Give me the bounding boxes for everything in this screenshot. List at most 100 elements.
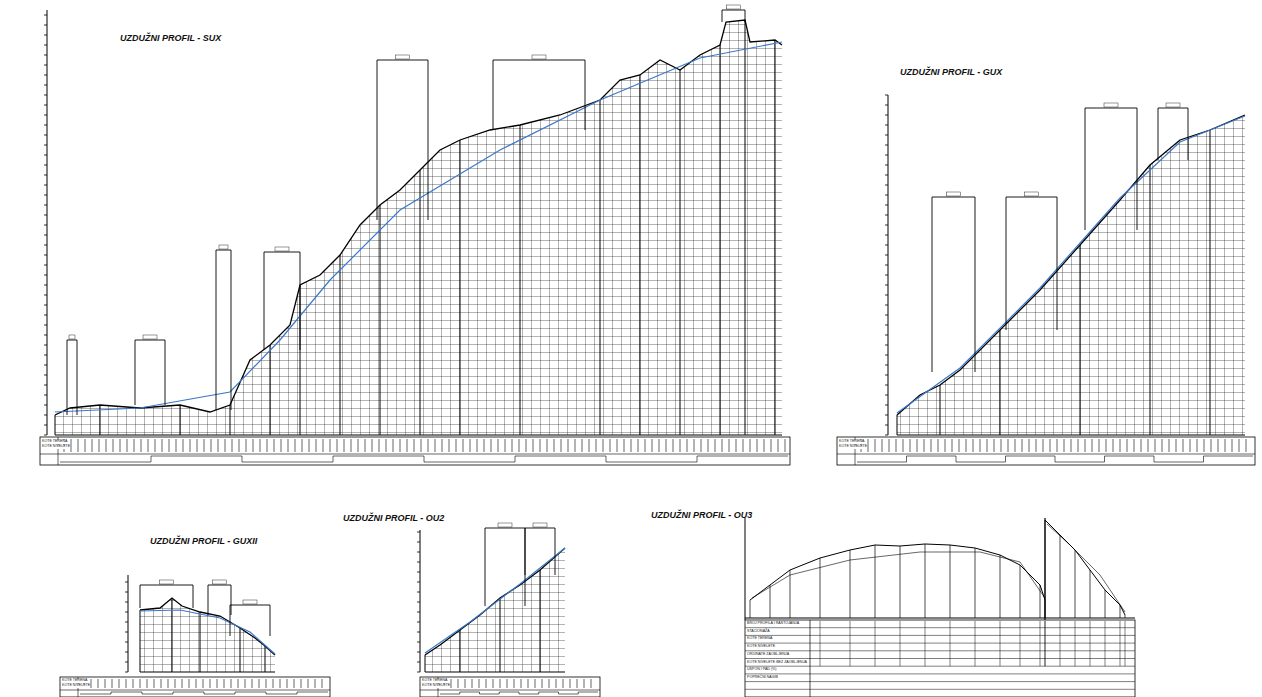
axis-tick xyxy=(885,305,888,306)
station-line xyxy=(425,655,426,672)
data-table xyxy=(745,620,1135,697)
axis-tick xyxy=(44,55,47,56)
table-tick xyxy=(743,439,744,452)
structure-tag xyxy=(532,55,546,59)
table-tick xyxy=(1106,439,1107,452)
table-tick xyxy=(1125,621,1126,666)
table-rule xyxy=(745,689,1135,690)
table-row-label: KOTE NIVELETE xyxy=(422,684,450,688)
station-line xyxy=(460,630,461,672)
axis-tick xyxy=(417,672,420,673)
axis-tick xyxy=(44,145,47,146)
table-tick xyxy=(973,439,974,452)
axis-tick xyxy=(417,602,420,603)
station-line xyxy=(820,558,821,618)
axis-tick xyxy=(885,175,888,176)
axis-tick xyxy=(885,105,888,106)
profile-title: UZDUŽNI PROFIL - GUXII xyxy=(150,537,257,547)
table-tick xyxy=(225,439,226,452)
table-tick xyxy=(1148,439,1149,452)
table-tick xyxy=(617,439,618,452)
station-line xyxy=(265,646,266,672)
station-line xyxy=(1040,585,1041,618)
table-tick xyxy=(540,439,541,452)
table-tick xyxy=(386,439,387,452)
axis-tick xyxy=(125,632,128,633)
table-tick xyxy=(140,679,141,688)
table-tick xyxy=(379,439,380,452)
table-tick xyxy=(204,439,205,452)
axis-tick xyxy=(44,165,47,166)
structure-tag xyxy=(69,335,75,339)
table-tick xyxy=(281,439,282,452)
table-tick xyxy=(1000,621,1001,666)
table-tick xyxy=(71,439,72,452)
axis-tick xyxy=(44,65,47,66)
structure-bracket xyxy=(264,252,300,350)
structure-tag xyxy=(727,5,741,9)
station-line xyxy=(875,545,876,618)
table-tick xyxy=(645,439,646,452)
structure-tag xyxy=(1025,192,1039,196)
station-line xyxy=(1044,518,1045,620)
table-tick xyxy=(308,679,309,688)
table-tick xyxy=(1092,439,1093,452)
table-tick xyxy=(1204,439,1205,452)
table-tick xyxy=(113,439,114,452)
table-tick xyxy=(253,439,254,452)
table-tick xyxy=(470,439,471,452)
axis-tick xyxy=(44,365,47,366)
table-tick xyxy=(183,439,184,452)
table-tick xyxy=(133,679,134,688)
height-axis xyxy=(128,575,129,672)
table-tick xyxy=(952,439,953,452)
axis-tick xyxy=(885,355,888,356)
table-tick xyxy=(1134,439,1135,452)
table-tick xyxy=(584,679,585,688)
table-tick xyxy=(659,439,660,452)
table-tick xyxy=(358,439,359,452)
structure-tag xyxy=(275,247,289,251)
grade-diagram xyxy=(440,692,598,694)
station-line xyxy=(1090,570,1091,618)
table-tick xyxy=(1225,439,1226,452)
axis-tick xyxy=(885,335,888,336)
table-row-label: STACIONAŽA xyxy=(747,630,770,634)
structure-bracket xyxy=(485,528,525,606)
table-tick xyxy=(189,679,190,688)
station-line xyxy=(850,550,851,618)
station-line xyxy=(1075,550,1076,618)
table-tick xyxy=(521,679,522,688)
table-tick xyxy=(351,439,352,452)
structure-tag xyxy=(396,55,410,59)
axis-tick xyxy=(885,265,888,266)
station-line xyxy=(1000,330,1001,435)
station-line xyxy=(180,405,181,435)
table-tick xyxy=(315,679,316,688)
profile-grid xyxy=(425,0,565,672)
table-tick xyxy=(903,439,904,452)
axis-tick xyxy=(44,115,47,116)
height-axis xyxy=(47,10,48,435)
table-tick xyxy=(570,679,571,688)
table-tick xyxy=(479,679,480,688)
table-tick xyxy=(966,439,967,452)
table-tick xyxy=(267,439,268,452)
axis-tick xyxy=(885,415,888,416)
table-tick xyxy=(900,621,901,666)
table-tick xyxy=(175,679,176,688)
table-tick xyxy=(414,439,415,452)
grade-line xyxy=(140,610,275,654)
table-tick xyxy=(533,439,534,452)
table-tick xyxy=(169,439,170,452)
axis-tick xyxy=(125,612,128,613)
axis-tick xyxy=(417,582,420,583)
axis-tick xyxy=(885,195,888,196)
axis-tick xyxy=(44,265,47,266)
table-tick xyxy=(1113,439,1114,452)
axis-tick xyxy=(125,672,128,673)
table-tick xyxy=(875,621,876,666)
table-tick xyxy=(1127,439,1128,452)
terrain-line xyxy=(55,20,782,415)
axis-tick xyxy=(44,85,47,86)
